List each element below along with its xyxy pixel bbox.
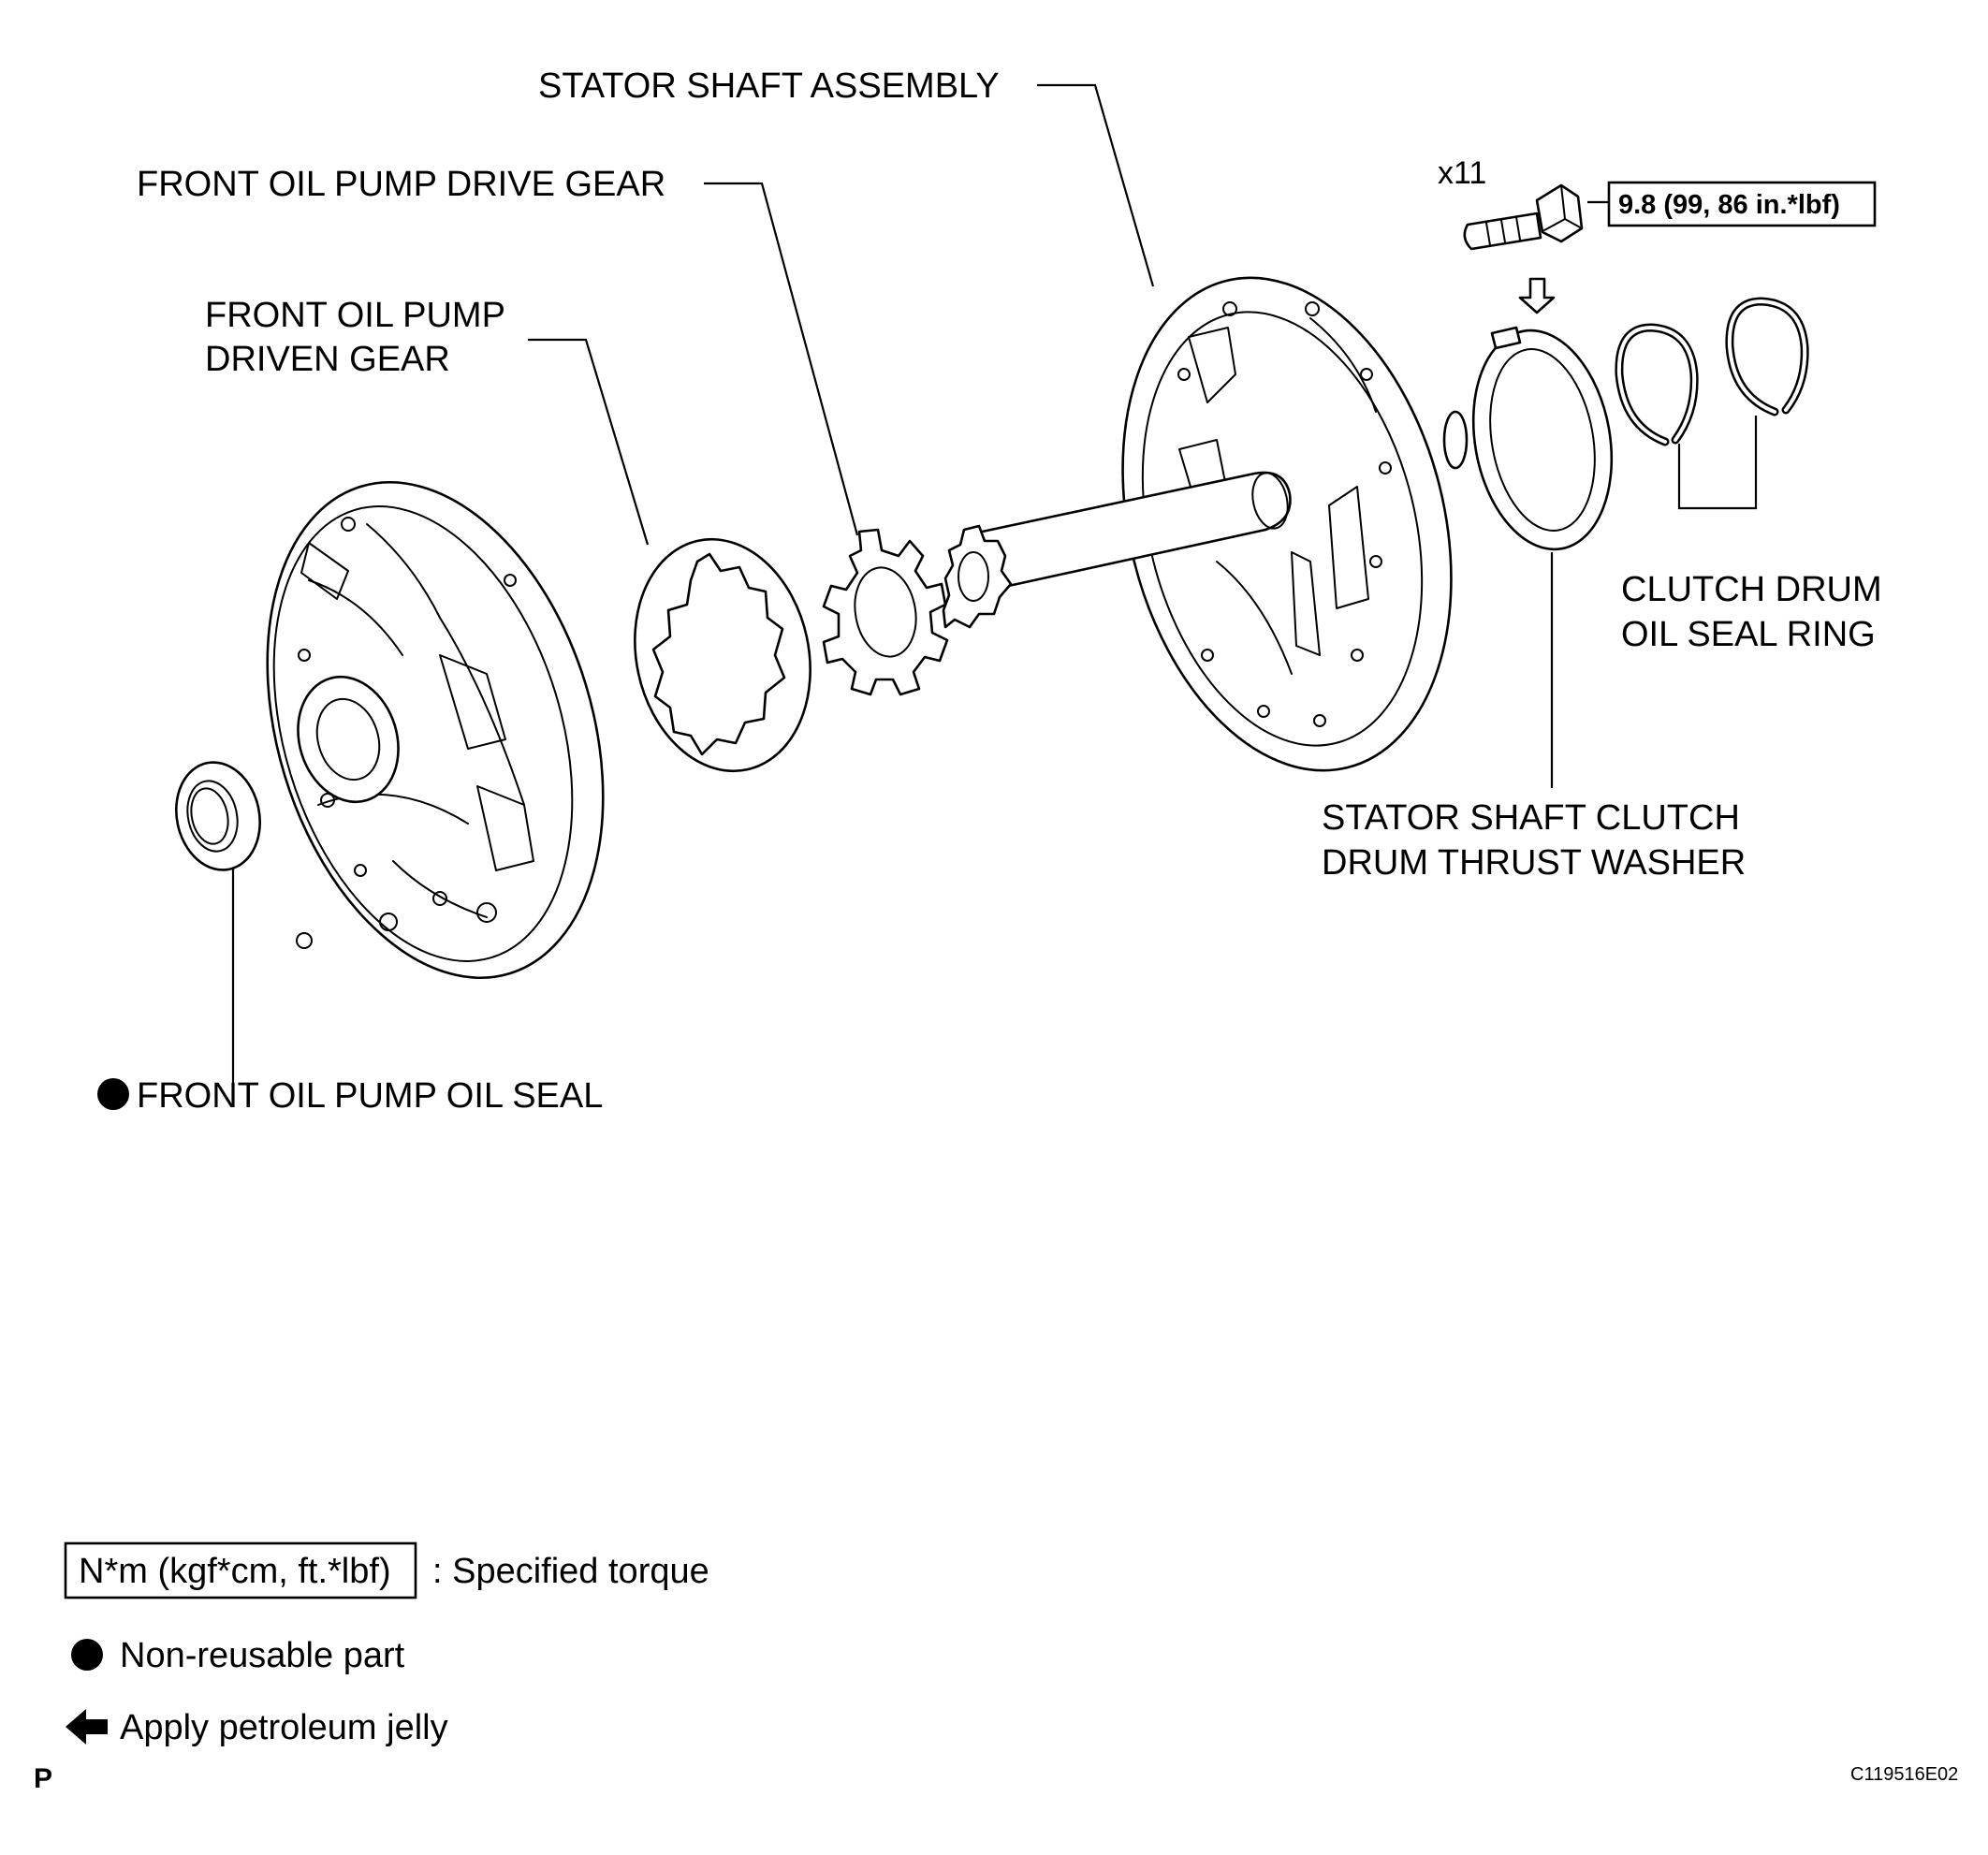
- clutch-drum-oil-seal-ring-2: [1725, 297, 1809, 416]
- front-oil-pump-driven-gear: [634, 537, 811, 773]
- page-letter: P: [34, 1763, 52, 1794]
- label-clutch-drum-line2: OIL SEAL RING: [1621, 615, 1876, 654]
- label-front-oil-pump-oil-seal: FRONT OIL PUMP OIL SEAL: [137, 1076, 603, 1116]
- label-stator-shaft-assembly: STATOR SHAFT ASSEMBLY: [538, 66, 1000, 106]
- stator-shaft-clutch-drum-thrust-washer: [1471, 277, 1614, 551]
- legend-filled-circle-icon: [71, 1639, 103, 1671]
- clutch-drum-oil-seal-ring-1: [1615, 323, 1699, 446]
- label-front-oil-pump-drive-gear: FRONT OIL PUMP DRIVE GEAR: [137, 165, 665, 204]
- legend-torque-desc: : Specified torque: [432, 1552, 709, 1591]
- leader-lines: [231, 83, 1758, 1095]
- legend-torque-box-text: N*m (kgf*cm, ft.*lbf): [79, 1552, 391, 1591]
- torque-spec-box: [1607, 181, 1877, 227]
- down-arrow-icon: [1518, 277, 1556, 314]
- stator-shaft-assembly: [942, 276, 1469, 772]
- torque-spec-value: 9.8 (99, 86 in.*lbf): [1618, 190, 1840, 220]
- front-oil-pump-body: [266, 480, 605, 980]
- label-clutch-drum-line1: CLUTCH DRUM: [1621, 570, 1882, 609]
- legend-torque-box: [64, 1541, 417, 1599]
- label-driven-gear-line2: DRIVEN GEAR: [205, 340, 450, 379]
- bolt: [1463, 183, 1584, 251]
- filled-circle-icon: [97, 1078, 129, 1110]
- front-oil-pump-drive-gear: [822, 528, 949, 696]
- legend: N*m (kgf*cm, ft.*lbf) : Specified torque…: [64, 1541, 709, 1747]
- figure-code: C119516E02: [1850, 1764, 1958, 1785]
- legend-non-reusable: Non-reusable part: [120, 1636, 405, 1675]
- label-thrust-washer-line2: DRUM THRUST WASHER: [1322, 843, 1746, 883]
- front-oil-pump-oil-seal: [175, 761, 261, 871]
- bolt-quantity: x11: [1438, 155, 1486, 191]
- legend-petroleum-jelly: Apply petroleum jelly: [120, 1708, 448, 1747]
- label-thrust-washer-line1: STATOR SHAFT CLUTCH: [1322, 798, 1740, 838]
- label-driven-gear-line1: FRONT OIL PUMP: [205, 296, 505, 335]
- left-arrow-icon: [66, 1709, 108, 1745]
